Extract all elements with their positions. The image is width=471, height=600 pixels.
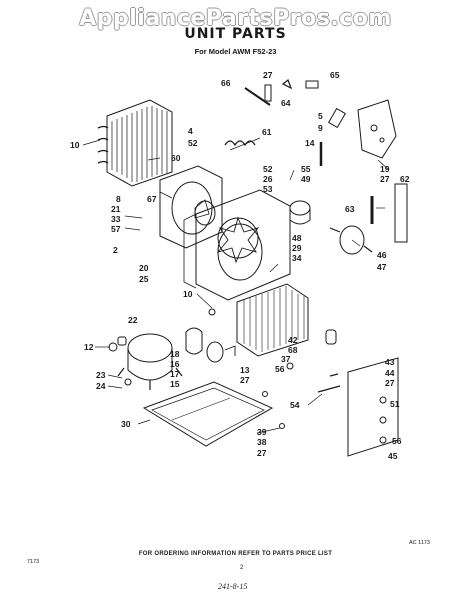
callout-26: 26 — [263, 174, 273, 184]
callout-4: 4 — [188, 126, 193, 136]
callout-8: 8 — [116, 194, 121, 204]
diagram-title: UNIT PARTS — [184, 26, 287, 42]
callout-52-lower: 52 — [263, 164, 273, 174]
callout-53: 53 — [263, 184, 273, 194]
callout-2: 2 — [113, 245, 118, 255]
callout-68: 68 — [288, 345, 298, 355]
callout-22: 22 — [128, 315, 138, 325]
callout-51: 51 — [390, 399, 400, 409]
callout-27-bottom: 27 — [257, 448, 267, 458]
control-panel-part — [317, 357, 399, 457]
callout-16: 16 — [170, 359, 180, 369]
fastener-parts — [108, 308, 337, 429]
evaporator-coil-part — [236, 283, 309, 357]
callout-56-middle: 56 — [275, 364, 285, 374]
callout-47: 47 — [377, 262, 387, 272]
diagram-code: AC 1173 — [409, 540, 430, 546]
fan-motor-part — [329, 225, 373, 255]
callout-15: 15 — [170, 379, 180, 389]
callout-5: 5 — [318, 111, 323, 121]
base-pan-part — [142, 381, 274, 447]
callout-29: 29 — [292, 243, 302, 253]
callout-63: 63 — [345, 204, 355, 214]
callout-37: 37 — [281, 354, 291, 364]
callout-64: 64 — [281, 98, 291, 108]
callout-13: 13 — [240, 365, 250, 375]
heater-coil-part — [224, 137, 261, 151]
callout-12: 12 — [84, 342, 94, 352]
capacitor-part — [289, 200, 311, 225]
handwritten-note: 241-8-15 — [218, 582, 248, 591]
print-code: 7173 — [27, 559, 40, 565]
callout-48: 48 — [292, 233, 302, 243]
diagram-subtitle: For Model AWM F52-23 — [194, 47, 277, 56]
callout-55: 55 — [301, 164, 311, 174]
top-bracket-part — [244, 79, 319, 106]
callout-67: 67 — [147, 194, 157, 204]
callout-24: 24 — [96, 381, 106, 391]
main-housing-part — [183, 189, 291, 301]
callout-46: 46 — [377, 250, 387, 260]
right-bracket-part — [357, 99, 397, 159]
callout-34: 34 — [292, 253, 302, 263]
right-strip-parts — [319, 107, 408, 243]
callout-62: 62 — [400, 174, 410, 184]
callout-21: 21 — [111, 204, 121, 214]
callout-42: 42 — [288, 335, 298, 345]
callout-33: 33 — [111, 214, 121, 224]
ordering-note: FOR ORDERING INFORMATION REFER TO PARTS … — [138, 551, 333, 557]
callout-27-right: 27 — [380, 174, 390, 184]
callout-27-top: 27 — [263, 70, 273, 80]
tubing-parts — [185, 327, 236, 363]
condenser-coil-part — [97, 99, 173, 187]
callout-44: 44 — [385, 368, 395, 378]
callout-20: 20 — [139, 263, 149, 273]
page-number: 2 — [240, 565, 244, 571]
callout-56-bottom: 56 — [392, 436, 402, 446]
callout-52-upper: 52 — [188, 138, 198, 148]
callout-numbers: 66 27 65 64 5 9 14 61 4 52 10 60 8 21 67… — [70, 70, 410, 461]
callout-39: 39 — [257, 427, 267, 437]
callout-60: 60 — [171, 153, 181, 163]
callout-23: 23 — [96, 370, 106, 380]
blower-wheel-part — [216, 216, 260, 264]
callout-14: 14 — [305, 138, 315, 148]
callout-27-center: 27 — [240, 375, 250, 385]
callout-17: 17 — [170, 369, 180, 379]
callout-45: 45 — [388, 451, 398, 461]
callout-49: 49 — [301, 174, 311, 184]
callout-30: 30 — [121, 419, 131, 429]
callout-65: 65 — [330, 70, 340, 80]
callout-38: 38 — [257, 437, 267, 447]
compressor-part — [117, 333, 183, 390]
site-watermark: AppliancePartsPros.com — [79, 6, 392, 31]
callout-9: 9 — [318, 123, 323, 133]
callout-43: 43 — [385, 357, 395, 367]
leader-lines — [82, 139, 390, 434]
callout-10-middle: 10 — [183, 289, 193, 299]
callout-19: 19 — [380, 164, 390, 174]
callout-10-left: 10 — [70, 140, 80, 150]
callout-57: 57 — [111, 224, 121, 234]
callout-27-lower-right: 27 — [385, 378, 395, 388]
callout-66: 66 — [221, 78, 231, 88]
callout-61: 61 — [262, 127, 272, 137]
callout-25: 25 — [139, 274, 149, 284]
fan-shroud-part — [159, 165, 223, 249]
callout-54: 54 — [290, 400, 300, 410]
callout-18: 18 — [170, 349, 180, 359]
